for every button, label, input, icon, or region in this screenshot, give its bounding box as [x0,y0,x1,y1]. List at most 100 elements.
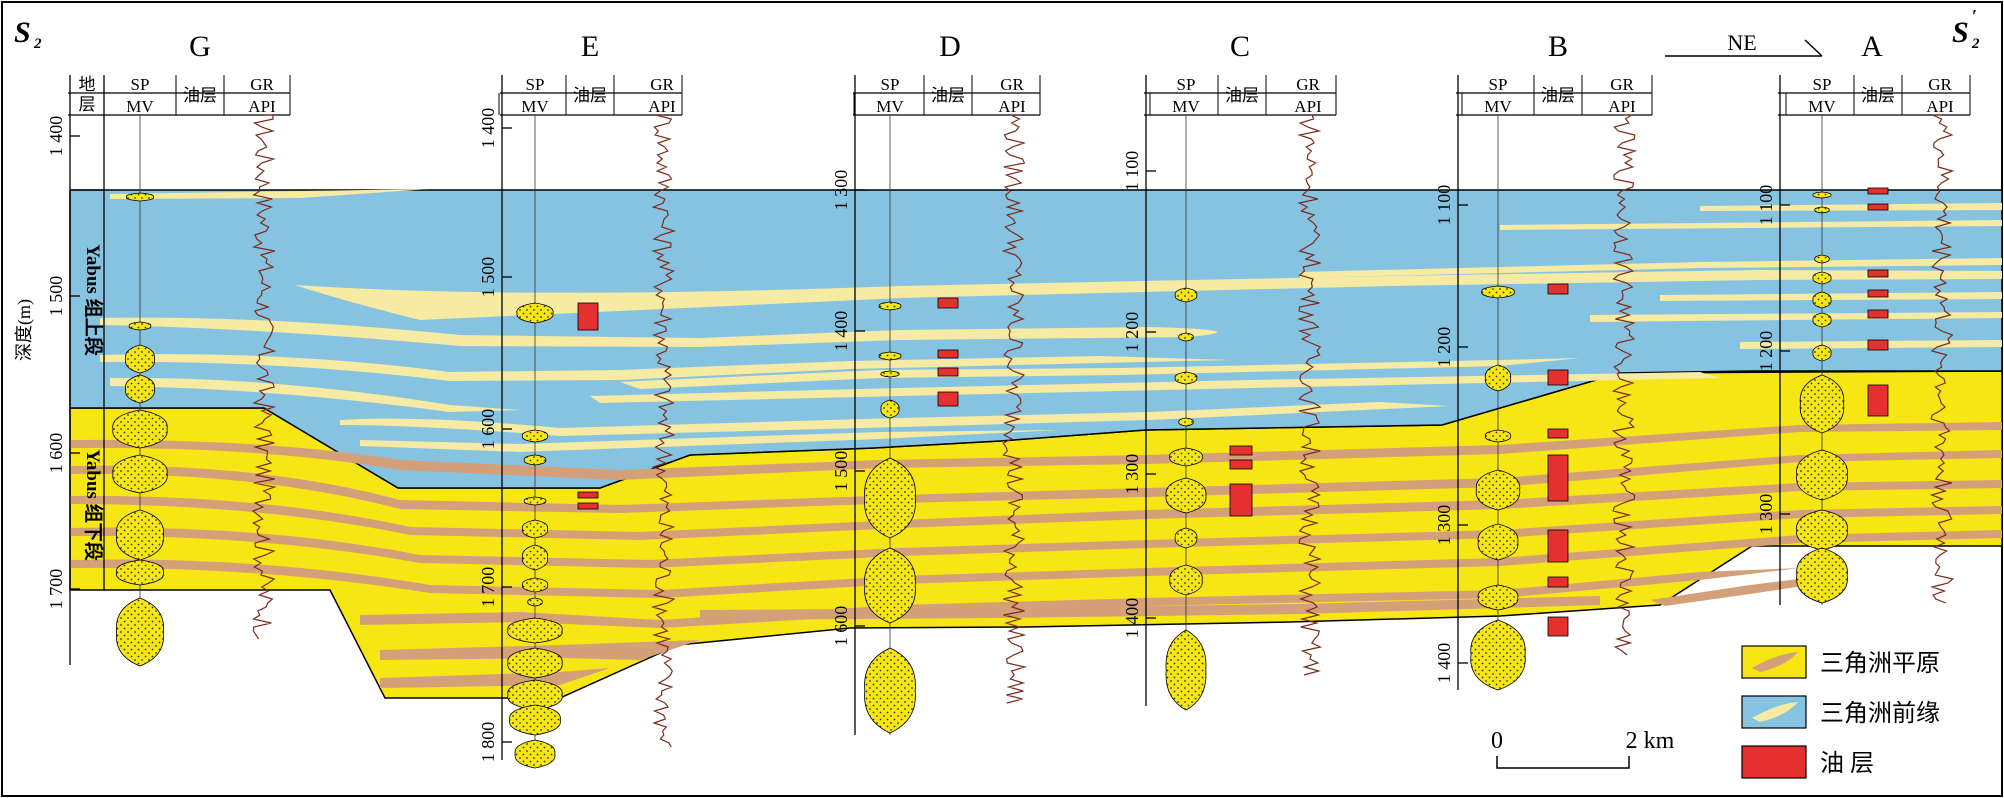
sp-sand-body [507,617,563,644]
sp-sand-body [521,577,549,593]
depth-tick-label: 1 100 [1122,151,1142,192]
strata-header-char: 层 [79,95,96,114]
mv-header: MV [1484,97,1512,116]
oil-layer [937,349,959,359]
sp-sand-body [509,704,561,736]
sp-header: SP [881,75,900,94]
sp-sand-body [1812,312,1832,328]
depth-tick-label: 1 500 [831,451,851,492]
sp-sand-body [125,374,155,404]
front-sand-lens [100,317,1218,347]
api-header: API [1608,97,1636,116]
sp-sand-body [1477,523,1519,561]
front-sand-lens [295,270,2002,320]
sp-sand-body [1484,429,1512,443]
oil-layer [1867,384,1889,417]
oil-layer [1547,454,1569,502]
gr-header: GR [1610,75,1634,94]
plain-mud-bed [700,596,1600,620]
depth-tick-label: 1 700 [478,567,498,608]
sp-sand-body [1796,547,1848,604]
api-header: API [248,97,276,116]
mv-header: MV [1172,97,1200,116]
section-start-sub: 2 [33,36,42,52]
sp-sand-body [523,454,547,466]
gr-curve [1297,114,1323,676]
sp-sand-body [521,429,549,443]
legend-delta-plain-label: 三角洲平原 [1820,650,1940,677]
oil-header: 油层 [1541,86,1575,105]
sp-header: SP [1177,75,1196,94]
sp-sand-body [1812,291,1832,309]
legend-delta-front-accent [1752,702,1798,722]
gr-header: GR [1000,75,1024,94]
oil-layer [1867,203,1889,211]
sp-sand-body [128,321,152,331]
plain-mud-bed [70,506,2002,568]
sp-sand-body [125,344,155,374]
legend-oil-label: 油 层 [1820,750,1874,777]
oil-layer [1547,616,1569,637]
oil-header: 油层 [183,86,217,105]
depth-tick-label: 1 600 [831,606,851,647]
api-header: API [648,97,676,116]
sp-sand-body [115,509,165,561]
depth-tick-label: 1 600 [478,409,498,450]
sp-sand-body [864,547,916,624]
oil-layer [1229,459,1253,470]
sp-sand-body [1481,285,1515,299]
sp-sand-body [1178,417,1194,427]
plain-mud-bed [1650,575,1830,606]
oil-header: 油层 [1225,86,1259,105]
front-sand-lens [110,377,520,412]
sp-sand-body [514,739,556,769]
section-start-label: S [14,16,31,49]
depth-tick-label: 1 200 [1434,327,1454,368]
sp-sand-body [1812,191,1832,199]
sp-sand-body [1169,447,1203,467]
plain-mud-bed [70,422,2002,480]
mv-header: MV [876,97,904,116]
oil-layer [1867,309,1889,319]
legend-delta-front-label: 三角洲前缘 [1820,700,1940,727]
depth-tick-label: 1 500 [478,257,498,298]
oil-layer [577,302,599,331]
sp-sand-body [1165,629,1207,711]
oil-layer [1547,369,1569,386]
well-C-title: C [1230,30,1250,63]
depth-tick-label: 1 100 [1434,185,1454,226]
direction-label: NE [1727,30,1756,55]
depth-tick-label: 1 100 [1756,185,1776,226]
sp-header: SP [1813,75,1832,94]
depth-tick-label: 1 400 [478,108,498,149]
sp-sand-body [1174,287,1198,303]
sp-sand-body [878,351,902,361]
well-G-title: G [189,30,211,63]
sp-sand-body [878,301,902,311]
depth-tick-label: 1 400 [831,311,851,352]
sp-sand-body [115,597,165,667]
scale-bar [1496,756,1630,769]
depth-tick-label: 1 400 [1434,643,1454,684]
front-sand-lens [620,358,1580,389]
api-header: API [998,97,1026,116]
section-end-sub: 2 [1971,36,1980,52]
section-end-prime: ′ [1972,6,1977,26]
well-A-title: A [1861,30,1883,63]
oil-layer [937,297,959,309]
depth-tick-label: 1 300 [1122,454,1142,495]
front-sand-lens [340,402,1450,436]
sp-sand-body [1174,527,1198,549]
gr-header: GR [650,75,674,94]
oil-header: 油层 [1861,86,1895,105]
formation-upper-label: Yabus 组上段 [82,244,105,356]
sp-header: SP [131,75,150,94]
well-B-title: B [1548,30,1568,63]
front-sand-lens [110,189,430,199]
sp-sand-body [521,519,549,539]
gr-header: GR [250,75,274,94]
oil-layer [577,491,599,499]
